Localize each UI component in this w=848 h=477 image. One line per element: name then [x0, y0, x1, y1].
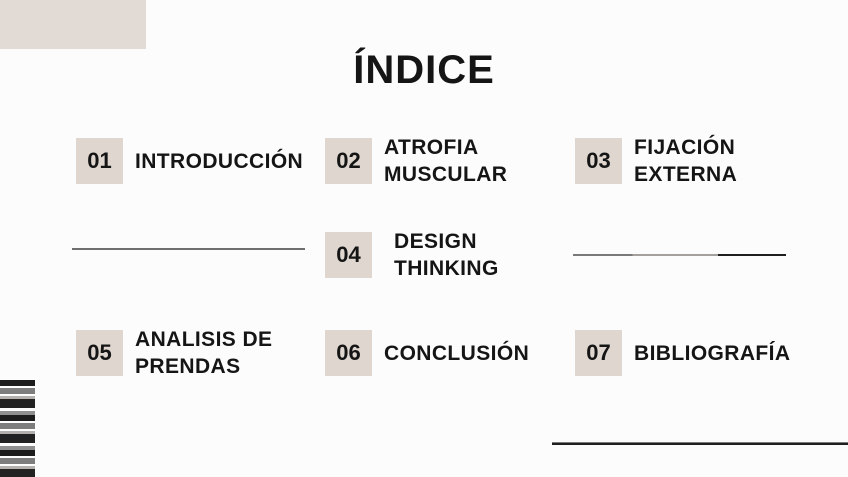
index-item-conclusion[interactable]: 06 CONCLUSIÓN [325, 330, 529, 376]
index-item-design-thinking[interactable]: 04 DESIGN THINKING [325, 230, 499, 280]
divider-line-bottom [552, 442, 848, 445]
divider-line-right [573, 254, 786, 256]
item-number-badge: 02 [325, 138, 372, 184]
item-number-badge: 05 [76, 330, 123, 376]
item-label: FIJACIÓN EXTERNA [634, 136, 738, 186]
index-item-analisis-de-prendas[interactable]: 05 ANALISIS DE PRENDAS [76, 328, 272, 378]
barcode-decoration [0, 380, 35, 477]
item-label: CONCLUSIÓN [384, 341, 530, 365]
item-label: DESIGN THINKING [394, 230, 499, 280]
item-number-badge: 01 [76, 138, 123, 184]
item-number-badge: 07 [575, 330, 622, 376]
item-number-badge: 06 [325, 330, 372, 376]
index-item-introduccion[interactable]: 01 INTRODUCCIÓN [76, 138, 303, 184]
top-left-corner-decoration [0, 0, 146, 49]
item-number-badge: 04 [325, 232, 372, 278]
item-label: ANALISIS DE PRENDAS [135, 328, 273, 378]
item-label: BIBLIOGRAFÍA [634, 341, 791, 365]
index-item-atrofia-muscular[interactable]: 02 ATROFIA MUSCULAR [325, 136, 507, 186]
item-label: ATROFIA MUSCULAR [384, 136, 508, 186]
page-title: ÍNDICE [353, 48, 495, 92]
divider-line-left [72, 248, 305, 250]
index-item-fijacion-externa[interactable]: 03 FIJACIÓN EXTERNA [575, 136, 737, 186]
item-number-badge: 03 [575, 138, 622, 184]
item-label: INTRODUCCIÓN [135, 149, 304, 173]
index-item-bibliografia[interactable]: 07 BIBLIOGRAFÍA [575, 330, 790, 376]
